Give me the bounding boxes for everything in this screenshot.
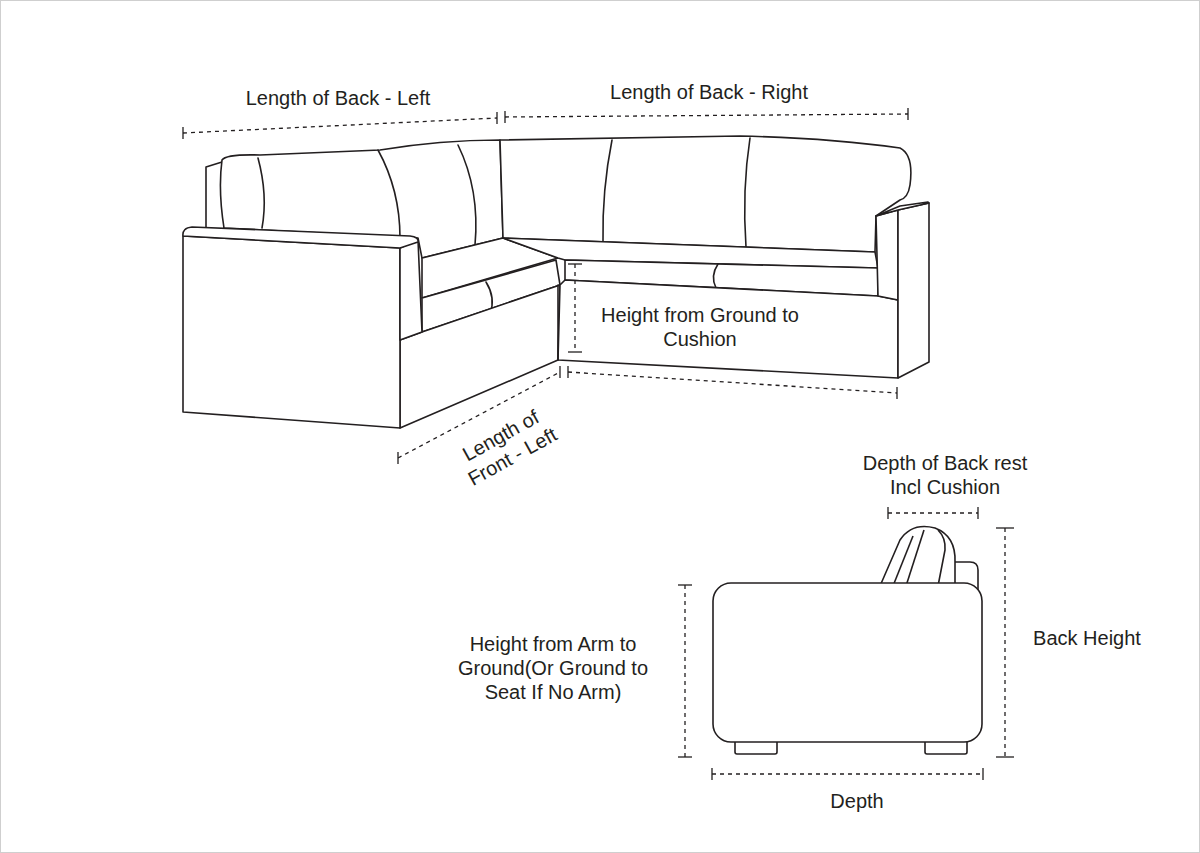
- right-arm-inner: [876, 210, 898, 300]
- dimension-lines: [183, 108, 1014, 780]
- dimension-line: [712, 773, 983, 774]
- cushion-seam: [378, 150, 400, 238]
- dimension-label: Height from Ground to Cushion: [588, 303, 812, 351]
- back-cushion: [880, 527, 955, 587]
- dimension-label: Depth: [828, 789, 885, 813]
- cushion-seam: [745, 138, 750, 247]
- cushion-seam: [258, 158, 264, 228]
- dimension-label: Length of Back - Right: [608, 80, 810, 104]
- side-view-chair: [713, 527, 982, 755]
- cushion-seam: [713, 264, 718, 288]
- dimension-line: [568, 372, 897, 393]
- chair-body: [713, 583, 982, 742]
- dimension-line: [574, 264, 575, 352]
- left-arm-side: [400, 240, 422, 340]
- corner-edge: [557, 285, 559, 360]
- left-arm-top: [183, 227, 418, 248]
- sectional-sofa: [183, 136, 929, 428]
- right-arm-top: [876, 202, 929, 216]
- cushion-seam: [458, 145, 476, 245]
- dimension-label: Back Height: [1031, 626, 1143, 650]
- cushion-seam: [603, 140, 612, 242]
- dimension-label: Length of Back - Left: [244, 86, 433, 110]
- dimension-ticks: [183, 108, 1014, 780]
- dimension-line: [684, 585, 685, 757]
- dimension-label: Height from Arm to Ground(Or Ground to S…: [441, 632, 665, 704]
- base-front-right: [558, 280, 898, 378]
- dimension-line: [888, 512, 978, 513]
- dimension-line: [183, 118, 497, 133]
- back-cushion-right: [500, 136, 911, 252]
- dimension-label: Depth of Back rest Incl Cushion: [853, 451, 1037, 499]
- dimension-label: Length of Front - Left: [438, 394, 574, 499]
- dimension-line: [505, 114, 908, 117]
- right-arm-front: [898, 203, 929, 378]
- dimension-line: [1004, 528, 1005, 757]
- left-arm-front: [183, 236, 400, 428]
